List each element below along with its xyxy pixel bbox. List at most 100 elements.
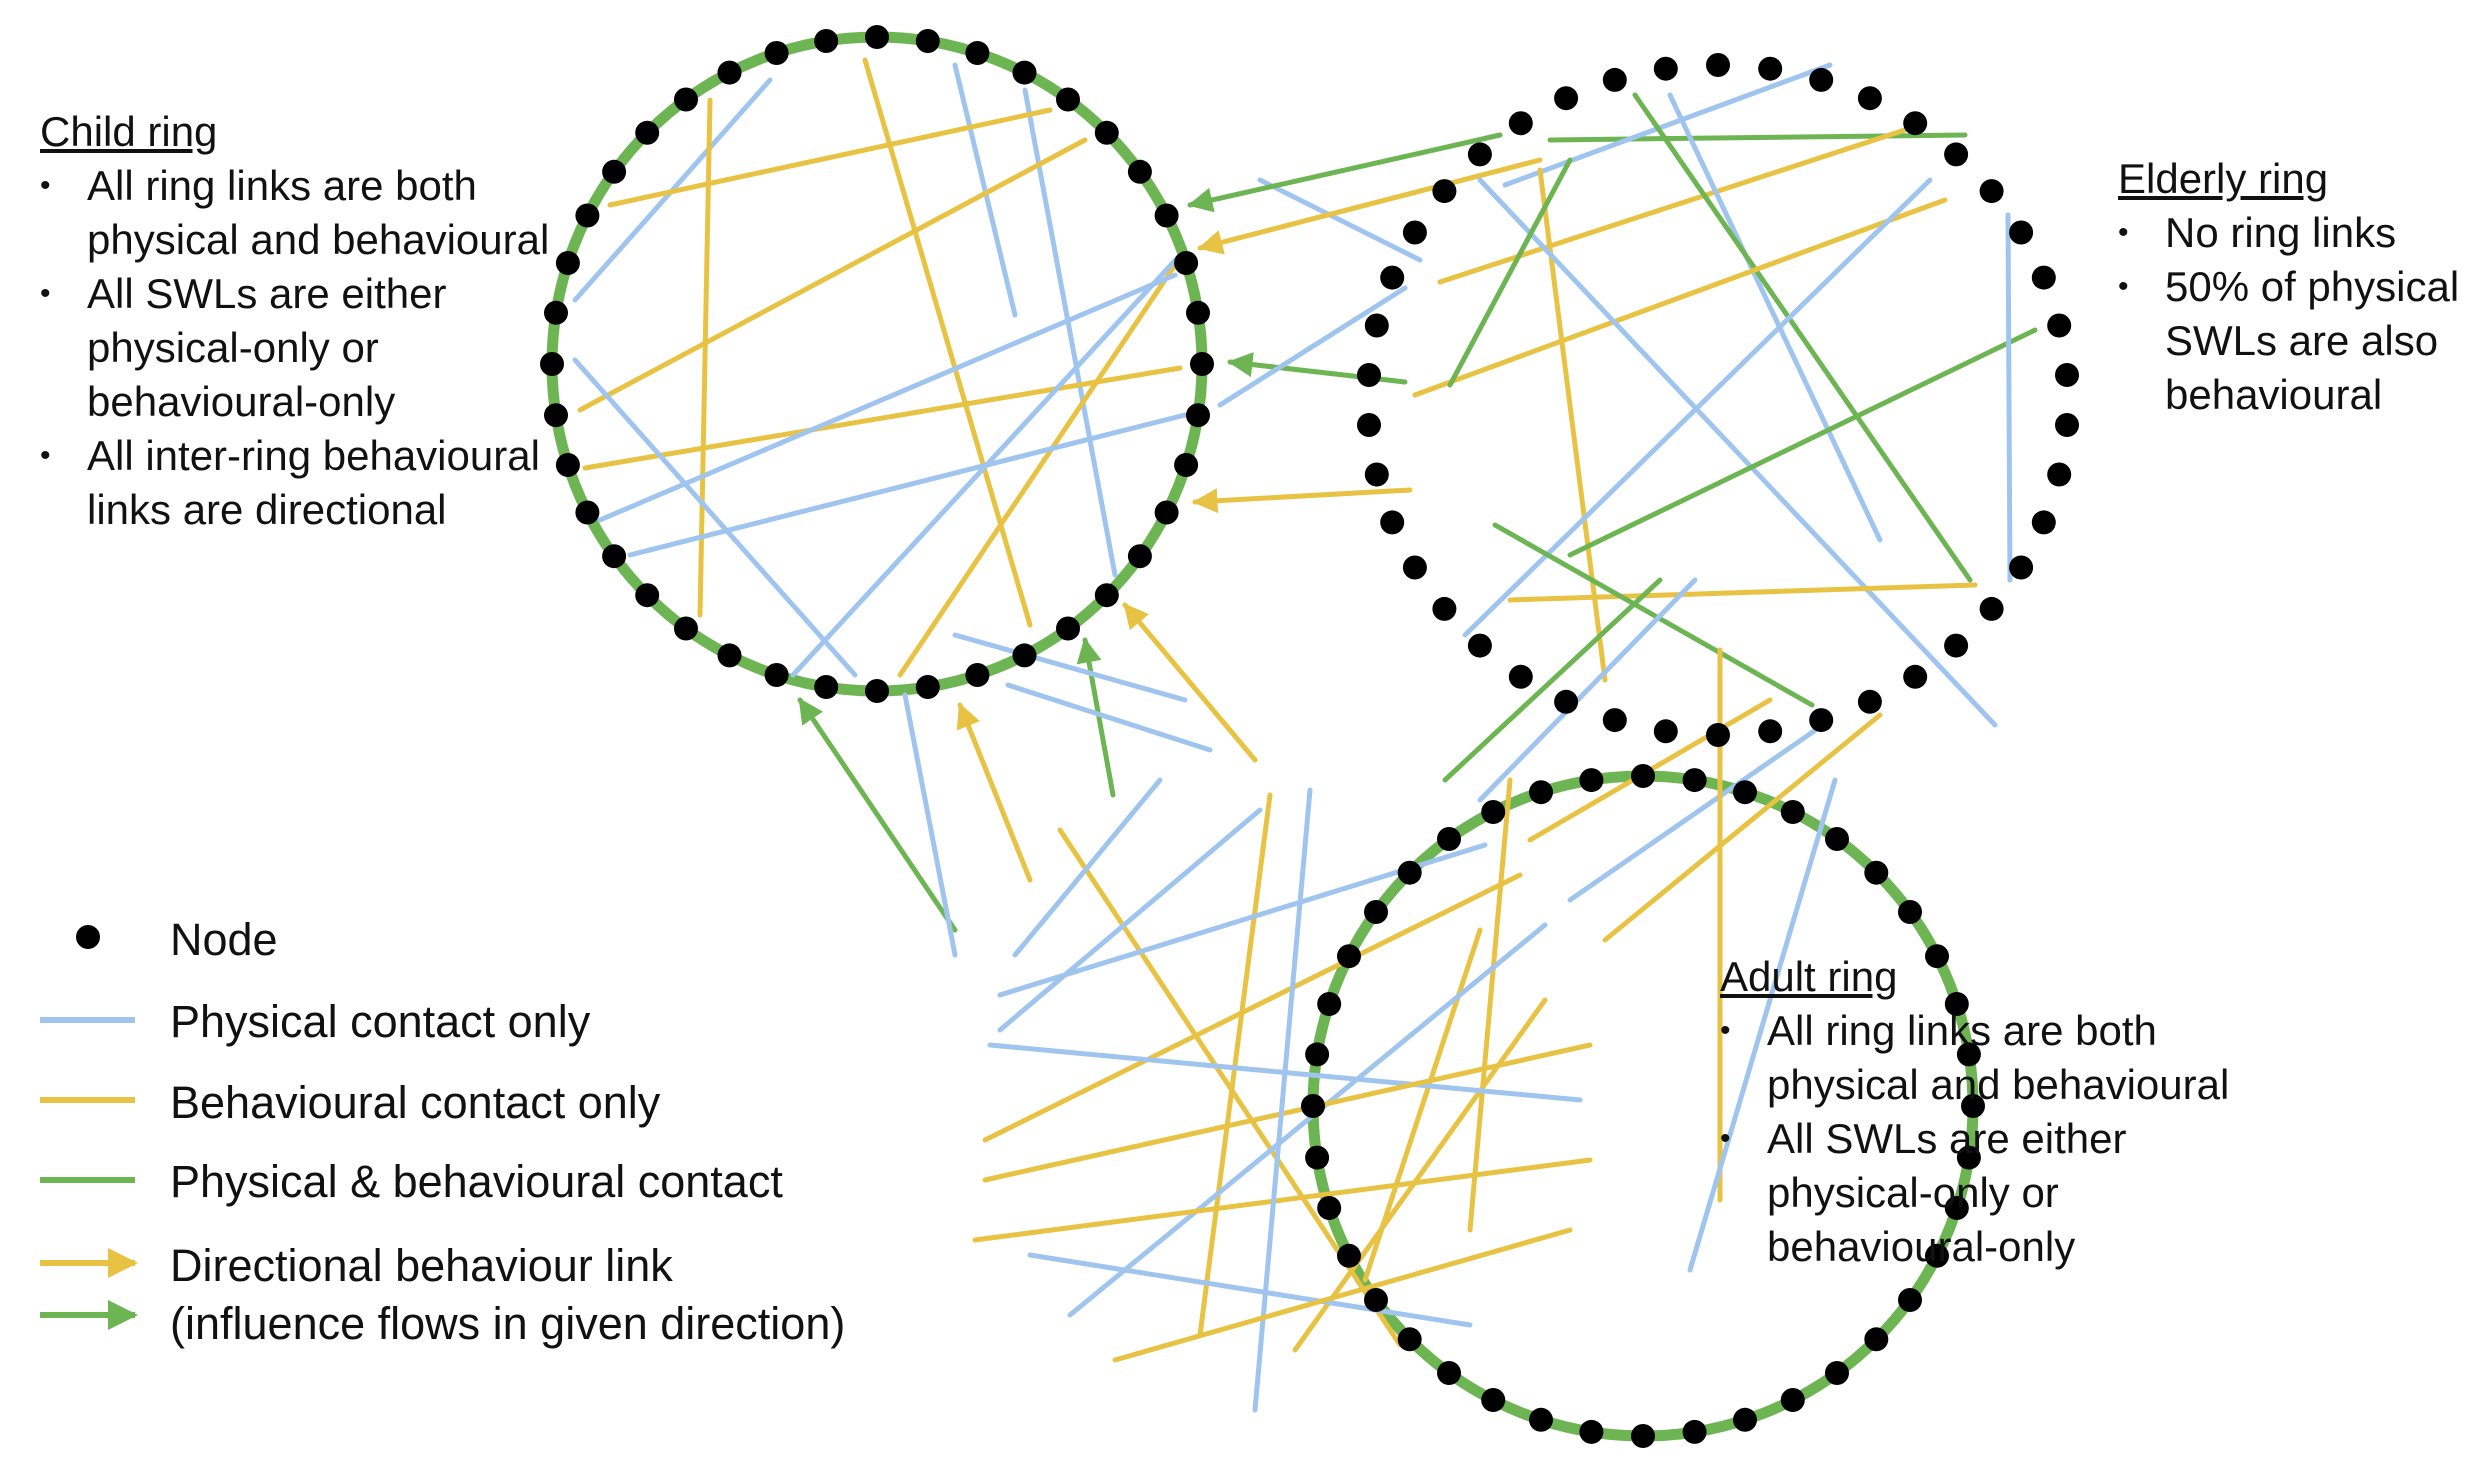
physical-link (627, 412, 1188, 558)
physical-link (1257, 177, 1423, 263)
behavioural-link (1467, 777, 1513, 1233)
child-ring-node (814, 675, 839, 699)
physical-link (1462, 177, 1933, 638)
physical-link (597, 272, 1178, 523)
behavioural-link (982, 872, 1523, 1143)
physical-link (1477, 577, 1698, 803)
child-ring-node (717, 643, 742, 668)
adult-ring-node (1301, 1094, 1325, 1118)
physical-link (1005, 682, 1213, 753)
elderly-ring-node (1706, 53, 1730, 77)
child-ring-node (635, 583, 660, 608)
adult-ring-node (1733, 780, 1757, 805)
physical-link (997, 807, 1263, 1033)
elderly-ring-node (1357, 413, 1381, 437)
elderly-ring-node (1857, 86, 1882, 111)
adult-ring-node (1825, 827, 1849, 851)
elderly-ring-node (2055, 363, 2079, 387)
child-ring-node (602, 544, 627, 569)
child-ring-node (1174, 453, 1199, 477)
both-link (1442, 577, 1663, 783)
adult-ring-list: All ring links are both physical and beh… (1720, 1004, 2250, 1274)
elderly-ring-node (1809, 67, 1834, 92)
elderly-ring-node (2009, 555, 2034, 580)
elderly-ring-node (1944, 142, 1969, 167)
directional-behavioural-link (956, 702, 1033, 883)
elderly-ring-node (1903, 111, 1928, 136)
behavioural-link (1537, 167, 1608, 683)
elderly-ring-node (2009, 220, 2034, 245)
adult-ring-node (1682, 1419, 1707, 1444)
elderly-ring-node (1508, 664, 1533, 689)
elderly-ring-node (1364, 462, 1389, 487)
physical-link (902, 692, 958, 958)
elderly-ring-node (1979, 179, 2004, 204)
elderly-ring-node (1508, 111, 1533, 136)
child-ring-node (1154, 500, 1179, 525)
both-link (1567, 327, 2038, 558)
behavioural-link (1112, 1227, 1573, 1363)
child-ring-node (814, 29, 839, 53)
elderly-ring-node (1602, 708, 1627, 733)
physical-link (1012, 777, 1163, 958)
both-link (1632, 92, 1973, 583)
adult-ring-node (1825, 1361, 1849, 1385)
elderly-ring-item: 50% of physical SWLs are also behavioura… (2118, 260, 2465, 422)
behavioural-link (897, 262, 1178, 678)
both-link (1492, 522, 1815, 708)
child-ring-node (764, 663, 789, 687)
adult-ring-node (1631, 764, 1655, 788)
child-ring-node (915, 675, 940, 699)
child-ring-node (575, 203, 600, 228)
physical-link (1567, 717, 1833, 903)
elderly-ring-node (2031, 510, 2056, 535)
adult-ring-node (1305, 1042, 1330, 1067)
adult-ring-node (1864, 860, 1889, 885)
elderly-ring-node (1554, 689, 1579, 714)
adult-ring-node (1437, 1361, 1461, 1385)
elderly-ring-node (1602, 67, 1627, 92)
child-ring-node (1012, 643, 1037, 668)
child-ring-node (1127, 159, 1152, 184)
child-ring-item: All SWLs are either physical-only or beh… (40, 267, 560, 429)
elderly-ring-node (1706, 723, 1730, 747)
child-ring-node (1094, 120, 1119, 145)
child-ring-note: Child ring All ring links are both physi… (40, 105, 560, 537)
directional-behavioural-link (1197, 157, 1543, 255)
child-ring-node (1186, 403, 1210, 428)
behavioural-link (1412, 197, 1948, 398)
adult-ring-node (1925, 944, 1949, 969)
directional-both-link (1187, 132, 1503, 213)
child-ring-node (764, 41, 789, 65)
elderly-ring-node (1653, 56, 1678, 81)
elderly-ring-node (1467, 633, 1492, 658)
behavioural-link (1602, 712, 1883, 943)
behavioural-link (577, 137, 1088, 413)
both-link (1547, 132, 1968, 143)
child-ring-node (1154, 203, 1179, 228)
elderly-ring-node (1809, 708, 1834, 733)
elderly-ring-node (1432, 179, 1457, 204)
child-ring-node (865, 679, 889, 703)
behavioural-link (1507, 582, 1978, 603)
physical-link (1477, 177, 1998, 728)
child-ring-node (555, 453, 580, 477)
behavioural-link (862, 57, 1033, 628)
adult-ring-node (1397, 1327, 1422, 1352)
adult-ring-node (1337, 1243, 1361, 1268)
adult-ring-node (1481, 1388, 1506, 1412)
both-link (1447, 157, 1573, 388)
elderly-ring-node (1467, 142, 1492, 167)
adult-ring-node (1337, 944, 1361, 969)
physical-link (1217, 285, 1408, 408)
child-ring-node (1056, 87, 1080, 112)
behavioural-link (1197, 792, 1273, 1338)
child-ring-node (915, 29, 940, 53)
legend-symbols (40, 925, 138, 1330)
directional-behavioural-link (1192, 487, 1413, 514)
adult-ring-node (1898, 900, 1922, 924)
child-ring-item: All ring links are both physical and beh… (40, 159, 560, 267)
child-ring-node (1056, 616, 1080, 641)
adult-ring-node (1898, 1288, 1922, 1312)
